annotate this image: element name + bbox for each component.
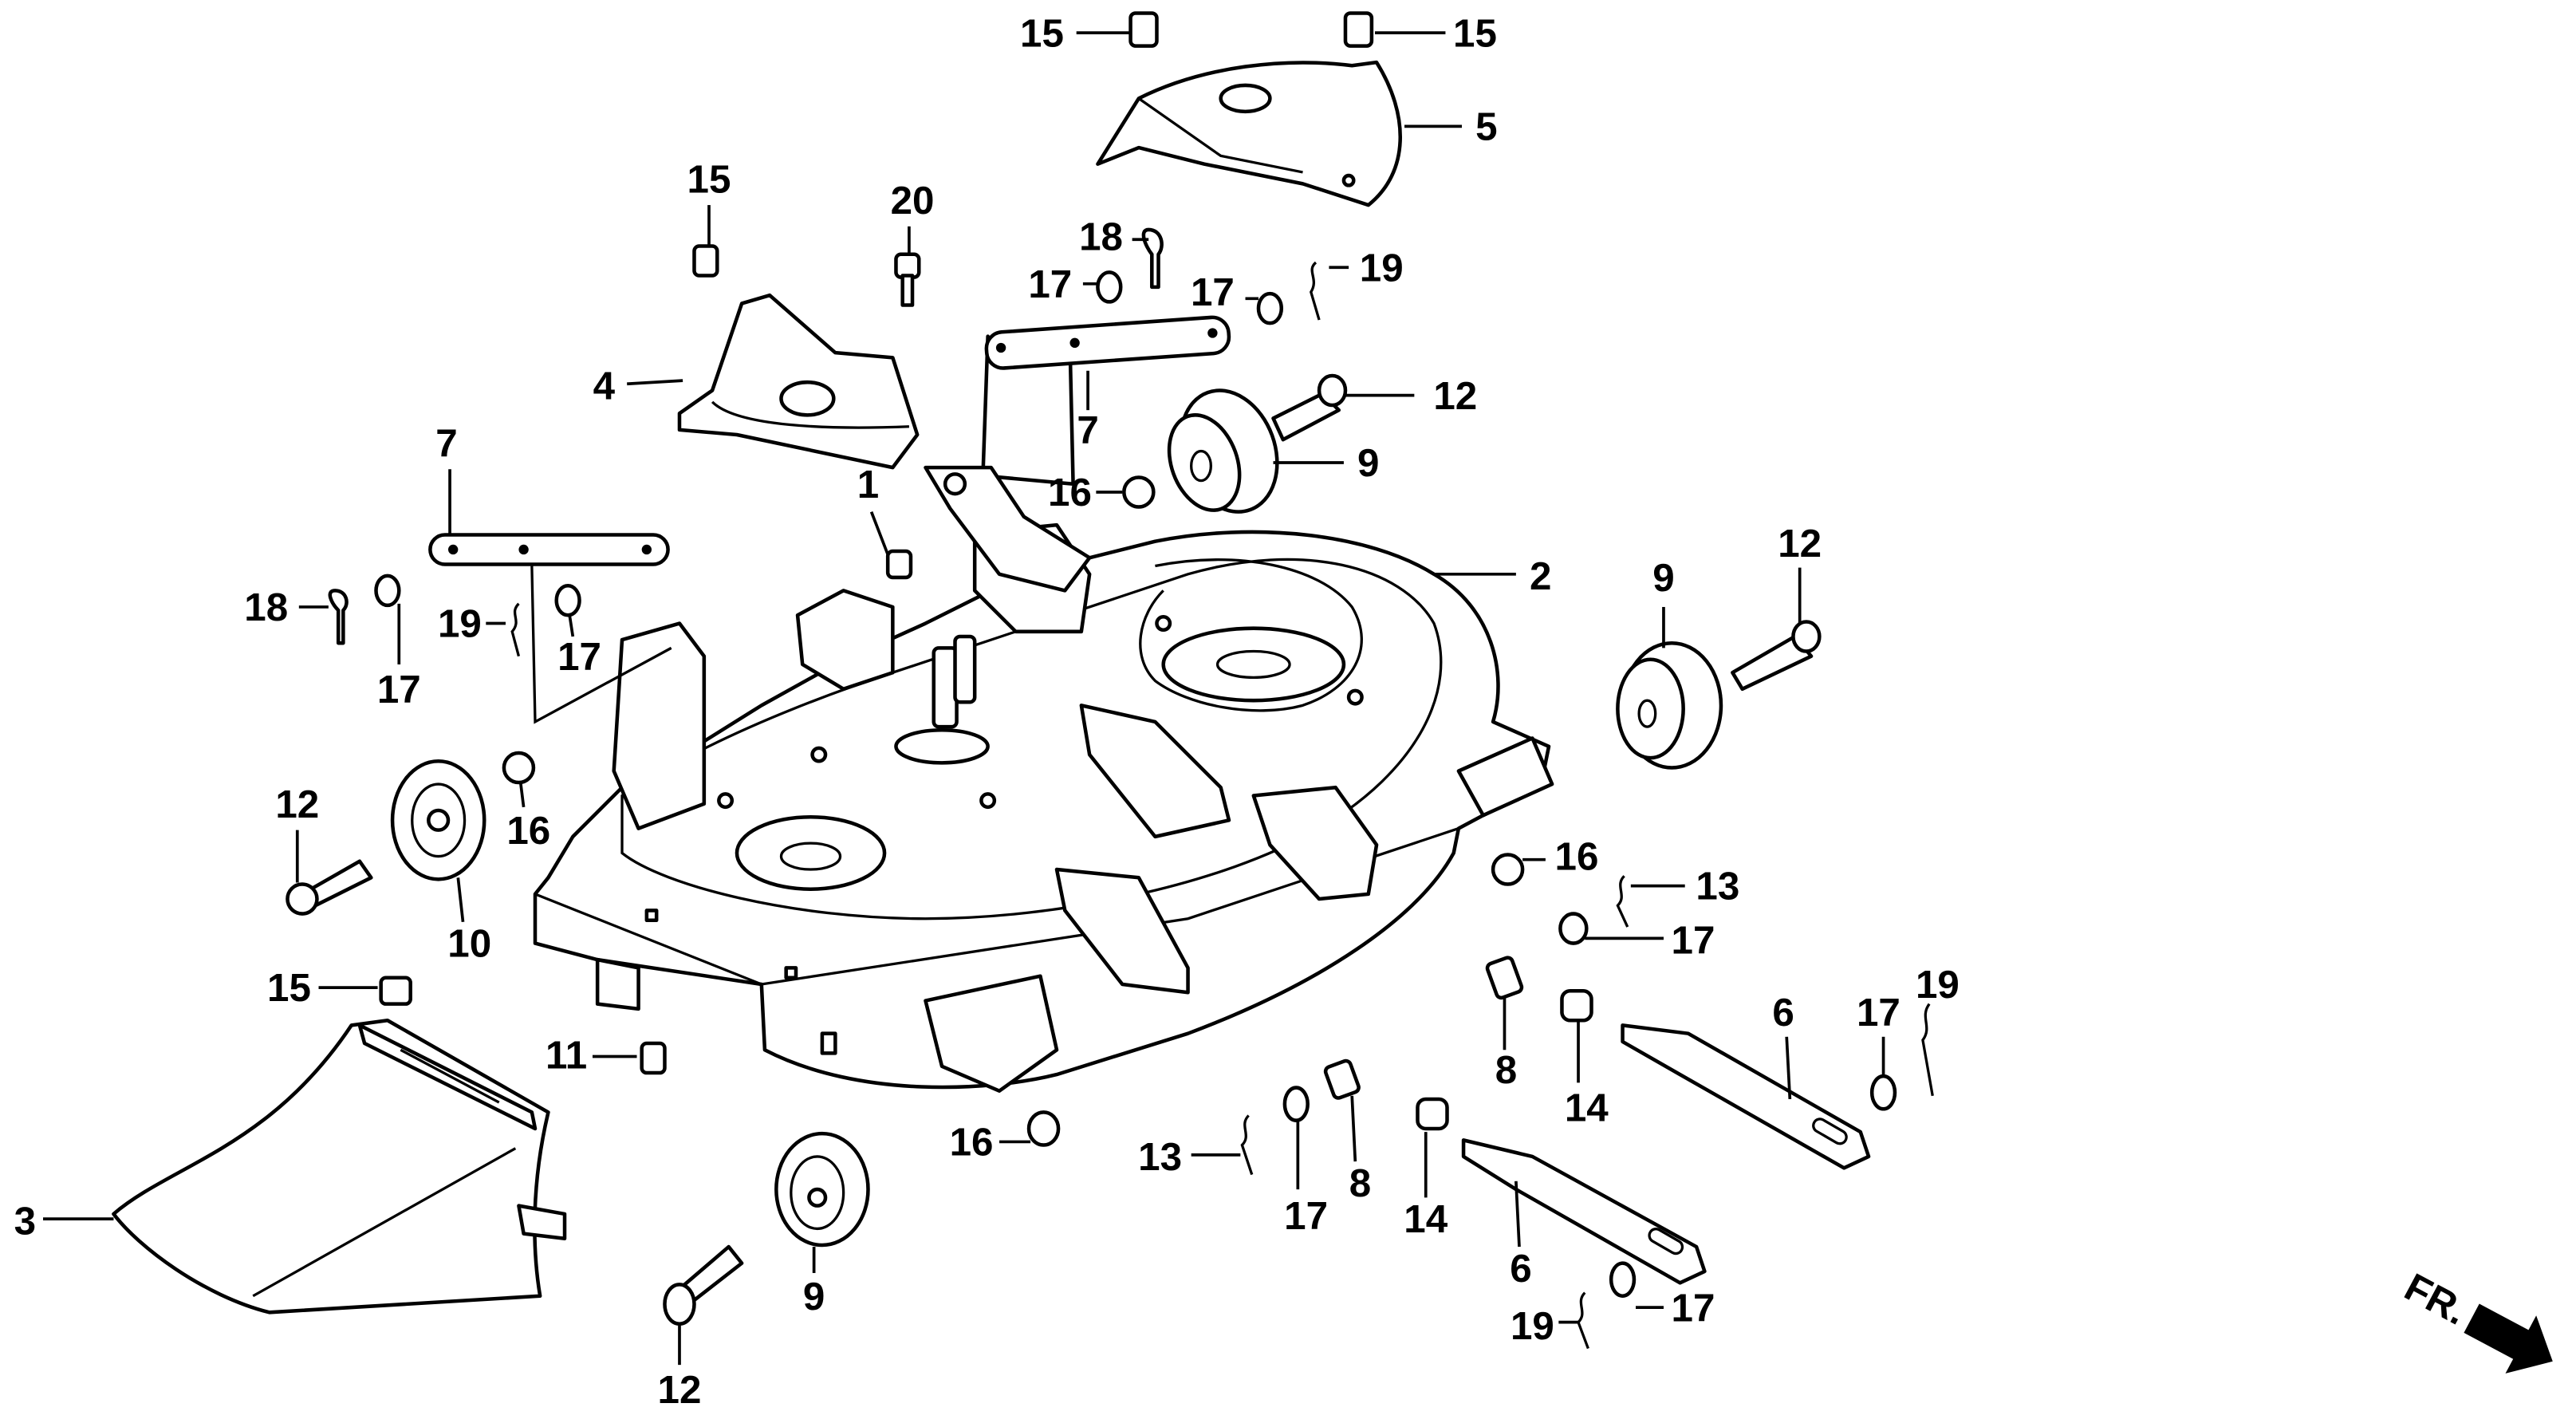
callout-label-19[interactable]: 19	[1511, 1304, 1554, 1348]
callout-label-5[interactable]: 5	[1475, 105, 1497, 149]
callout-label-17[interactable]: 17	[1284, 1194, 1328, 1238]
callout-label-6[interactable]: 6	[1772, 991, 1794, 1035]
callout-label-3[interactable]: 3	[14, 1199, 36, 1243]
callout-label-14[interactable]: 14	[1404, 1197, 1448, 1241]
callout-label-19[interactable]: 19	[438, 602, 482, 646]
callout-label-12[interactable]: 12	[1778, 522, 1822, 566]
callout-label-17[interactable]: 17	[1672, 1286, 1715, 1330]
gauge-wheel-rear[interactable]	[390, 759, 486, 881]
callout-label-8[interactable]: 8	[1349, 1161, 1371, 1205]
gauge-wheel-right[interactable]	[1616, 641, 1723, 770]
adjuster-rod-upper[interactable]	[1621, 1023, 1871, 1170]
callout-label-4[interactable]: 4	[593, 364, 616, 408]
pulley-cover-right[interactable]	[1096, 60, 1402, 207]
callout-label-6[interactable]: 6	[1510, 1247, 1531, 1291]
mower-deck-housing[interactable]	[533, 522, 1554, 1093]
link-plate-upper[interactable]	[924, 315, 1231, 593]
callout-label-17[interactable]: 17	[1857, 991, 1900, 1035]
link-plate-lower[interactable]	[428, 533, 672, 724]
callout-label-17[interactable]: 17	[557, 635, 601, 679]
callout-label-16[interactable]: 16	[506, 809, 550, 853]
callout-label-14[interactable]: 14	[1565, 1086, 1609, 1129]
callout-label-12[interactable]: 12	[658, 1368, 702, 1412]
callout-label-19[interactable]: 19	[1916, 963, 1960, 1007]
pulley-cover-left[interactable]	[677, 293, 920, 470]
discharge-chute[interactable]	[112, 1018, 567, 1315]
front-direction-label: FR.	[2397, 1265, 2474, 1334]
front-direction-arrow-icon	[2464, 1303, 2553, 1374]
callout-label-7[interactable]: 7	[435, 421, 457, 465]
callout-label-7[interactable]: 7	[1077, 408, 1098, 452]
callout-label-16[interactable]: 16	[950, 1121, 994, 1165]
callout-label-12[interactable]: 12	[1433, 374, 1477, 418]
callout-label-9[interactable]: 9	[803, 1275, 825, 1319]
callout-label-17[interactable]: 17	[1028, 262, 1072, 306]
callout-label-18[interactable]: 18	[244, 585, 288, 629]
gauge-wheel-upper[interactable]	[1156, 376, 1293, 525]
gauge-wheel-lower[interactable]	[774, 1131, 870, 1248]
callout-label-2[interactable]: 2	[1530, 554, 1551, 598]
callout-label-15[interactable]: 15	[267, 966, 311, 1010]
callout-label-17[interactable]: 17	[377, 668, 421, 712]
callout-label-19[interactable]: 19	[1360, 246, 1404, 290]
callout-label-10[interactable]: 10	[447, 922, 491, 966]
front-direction-indicator: FR.	[2397, 1265, 2553, 1374]
callout-label-17[interactable]: 17	[1672, 919, 1715, 963]
callout-label-16[interactable]: 16	[1555, 835, 1599, 879]
callout-label-12[interactable]: 12	[275, 782, 319, 826]
callout-label-9[interactable]: 9	[1652, 556, 1674, 600]
wheel-axle-bolt[interactable]	[286, 373, 1822, 1326]
callout-label-20[interactable]: 20	[891, 179, 935, 223]
callout-label-18[interactable]: 18	[1079, 215, 1123, 258]
callout-label-17[interactable]: 17	[1191, 270, 1235, 314]
callout-label-13[interactable]: 13	[1696, 865, 1739, 909]
hardware	[328, 11, 1934, 1350]
callout-label-16[interactable]: 16	[1048, 471, 1092, 514]
callout-label-8[interactable]: 8	[1495, 1048, 1517, 1092]
callout-label-9[interactable]: 9	[1357, 441, 1379, 485]
callout-label-1[interactable]: 1	[857, 463, 879, 507]
callout-label-15[interactable]: 15	[1020, 11, 1064, 55]
adjuster-rod-lower[interactable]	[1461, 1138, 1707, 1285]
leader-lines	[43, 31, 1885, 1366]
callout-label-15[interactable]: 15	[687, 157, 731, 201]
callout-label-11[interactable]: 11	[546, 1034, 587, 1078]
callout-label-13[interactable]: 13	[1138, 1135, 1182, 1179]
callout-label-15[interactable]: 15	[1453, 11, 1497, 55]
